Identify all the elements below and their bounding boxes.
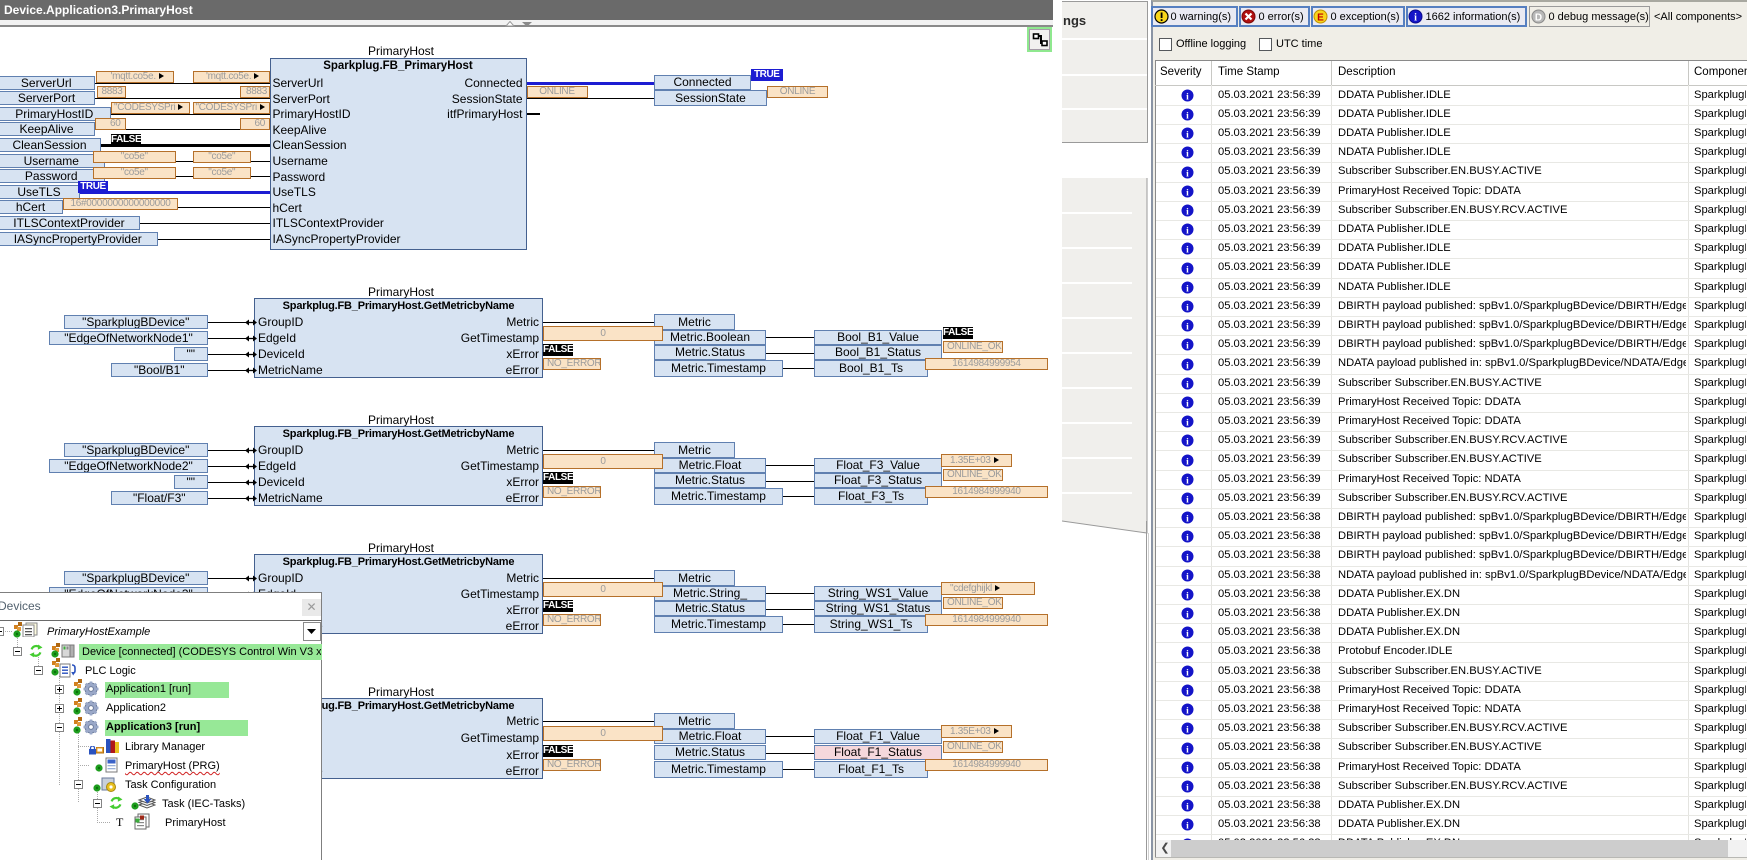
svg-text:i: i [1186, 726, 1189, 736]
svg-text:i: i [1186, 227, 1189, 237]
svg-text:i: i [1186, 131, 1189, 141]
svg-text:i: i [1186, 707, 1189, 717]
svg-text:i: i [1186, 438, 1189, 448]
svg-text:E: E [1317, 13, 1324, 24]
svg-text:i: i [1414, 13, 1417, 24]
svg-text:i: i [1186, 207, 1189, 217]
svg-text:D: D [1535, 13, 1542, 24]
svg-text:i: i [1186, 476, 1189, 486]
svg-text:i: i [1186, 303, 1189, 313]
svg-text:i: i [1186, 649, 1189, 659]
svg-text:i: i [1186, 534, 1189, 544]
svg-text:i: i [1186, 361, 1189, 371]
svg-text:i: i [1186, 323, 1189, 333]
svg-text:i: i [1186, 399, 1189, 409]
svg-text:i: i [1186, 495, 1189, 505]
svg-text:i: i [1186, 803, 1189, 813]
svg-text:i: i [1186, 150, 1189, 160]
svg-text:i: i [1186, 668, 1189, 678]
svg-text:i: i [1186, 822, 1189, 832]
svg-text:i: i [1186, 419, 1189, 429]
svg-text:i: i [1186, 515, 1189, 525]
svg-text:i: i [1186, 284, 1189, 294]
svg-text:i: i [1186, 611, 1189, 621]
svg-text:i: i [1186, 457, 1189, 467]
svg-text:i: i [1186, 342, 1189, 352]
svg-text:i: i [1186, 572, 1189, 582]
svg-text:i: i [1186, 553, 1189, 563]
svg-text:i: i [1186, 111, 1189, 121]
svg-text:i: i [1186, 188, 1189, 198]
svg-text:i: i [1186, 265, 1189, 275]
svg-text:i: i [1186, 783, 1189, 793]
svg-text:i: i [1186, 591, 1189, 601]
svg-text:i: i [1186, 764, 1189, 774]
svg-text:i: i [1186, 246, 1189, 256]
svg-text:i: i [1186, 92, 1189, 102]
svg-text:i: i [1186, 630, 1189, 640]
svg-text:i: i [1186, 687, 1189, 697]
svg-text:i: i [1186, 169, 1189, 179]
svg-text:i: i [1186, 380, 1189, 390]
svg-text:i: i [1186, 745, 1189, 755]
